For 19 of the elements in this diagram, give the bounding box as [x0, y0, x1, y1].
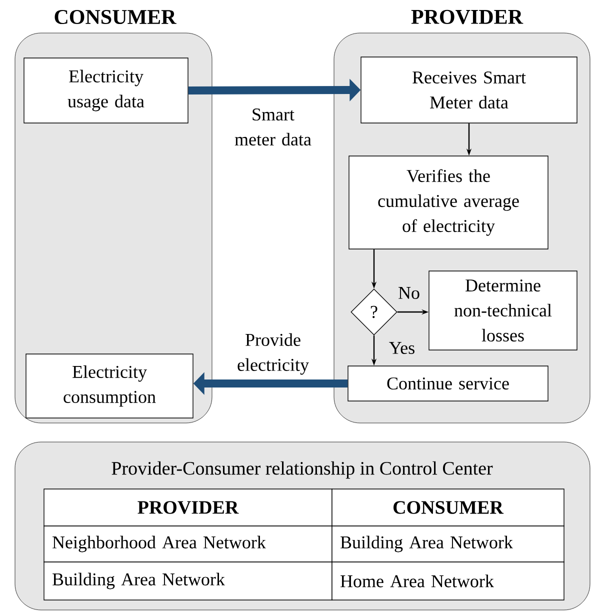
- table-cell: Building Area Network: [44, 562, 332, 600]
- process-box: Continue service: [348, 366, 548, 402]
- process-box: Determine non-technical losses: [428, 270, 578, 350]
- process-box: Electricity usage data: [24, 58, 188, 124]
- table-header-cell: PROVIDER: [44, 488, 332, 526]
- process-box: Receives Smart Meter data: [360, 56, 578, 124]
- process-box: Verifies the cumulative average of electricity: [348, 156, 548, 250]
- table-cell: Building Area Network: [332, 526, 564, 562]
- panel-title: Provider-Consumer relationship in Control Center: [112, 461, 493, 479]
- edge-label: Yes: [389, 342, 414, 354]
- edge-label: Provide electricity: [238, 333, 309, 375]
- table-header-cell: CONSUMER: [332, 488, 564, 526]
- panel-heading: CONSUMER: [54, 10, 176, 24]
- table-cell: Neighborhood Area Network: [44, 526, 332, 562]
- edge-label: No: [398, 287, 420, 299]
- process-box: Electricity consumption: [26, 354, 194, 418]
- panel-heading: PROVIDER: [411, 10, 524, 24]
- edge-label: Smart meter data: [234, 108, 312, 146]
- table-cell: Home Area Network: [332, 562, 564, 600]
